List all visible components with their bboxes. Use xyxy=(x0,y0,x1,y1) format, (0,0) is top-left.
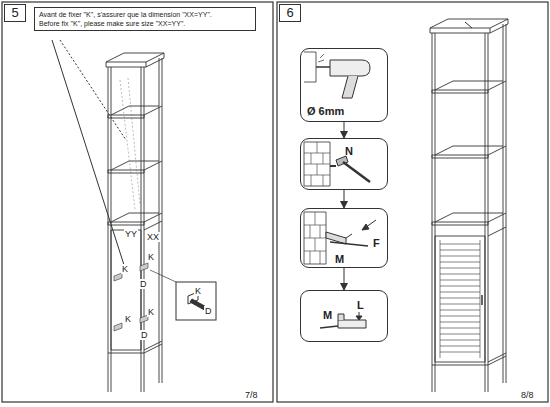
drill-icon xyxy=(304,52,370,98)
step-arrow xyxy=(344,190,345,208)
part-label: XX xyxy=(146,232,160,242)
part-letter: M xyxy=(335,253,344,265)
door-knob xyxy=(481,295,483,305)
part-letter: M xyxy=(323,309,332,321)
part-label: K xyxy=(194,286,202,296)
part-letter: F xyxy=(373,237,380,249)
part-label: YY xyxy=(124,229,138,239)
step-box: ML xyxy=(300,290,388,342)
note-text: Before fix "K", please make sure size "X… xyxy=(39,19,251,28)
part-label: K xyxy=(147,307,155,317)
step-arrow xyxy=(344,122,345,138)
part-letter: L xyxy=(357,299,364,311)
cabinet-outline xyxy=(106,53,164,392)
part-letter: N xyxy=(345,145,353,157)
cabinet-right xyxy=(430,19,508,392)
leader-line xyxy=(150,270,176,282)
panel-frame xyxy=(277,2,548,402)
step-text: 6 xyxy=(280,5,300,21)
page-number: 7/8 xyxy=(244,390,259,400)
leader-line xyxy=(52,40,124,265)
part-label: K xyxy=(124,314,132,324)
step-text: 5 xyxy=(5,5,25,21)
cabinet-left xyxy=(106,53,164,392)
note-text: Avant de fixer "K", s'assurer que la dim… xyxy=(39,10,251,19)
step-box: N xyxy=(300,138,388,190)
part-label: K xyxy=(121,264,129,274)
leader-line xyxy=(465,22,472,28)
step-box: Ø 6mm xyxy=(300,48,388,122)
step-number: 6 xyxy=(279,4,301,22)
wall-hammer-icon xyxy=(304,142,370,186)
door-slats xyxy=(440,240,480,358)
part-label: D xyxy=(139,279,148,289)
note-box: Avant de fixer "K", s'assurer que la dim… xyxy=(34,7,256,31)
step-box: MF xyxy=(300,208,388,268)
detail-inset xyxy=(176,282,216,320)
part-label: K xyxy=(147,252,155,262)
page-number: 8/8 xyxy=(520,390,535,400)
part-letter: Ø 6mm xyxy=(307,105,344,117)
step-number: 5 xyxy=(4,4,26,22)
panel-frame xyxy=(2,2,273,402)
wall-bracket-icon xyxy=(304,212,376,264)
bracket-k xyxy=(114,263,148,331)
part-label: D xyxy=(204,306,213,316)
leader-line xyxy=(60,40,126,140)
ghost-lines xyxy=(120,78,140,210)
cabinet-outline xyxy=(430,19,508,392)
part-label: D xyxy=(140,330,149,340)
step-arrow xyxy=(344,268,345,290)
